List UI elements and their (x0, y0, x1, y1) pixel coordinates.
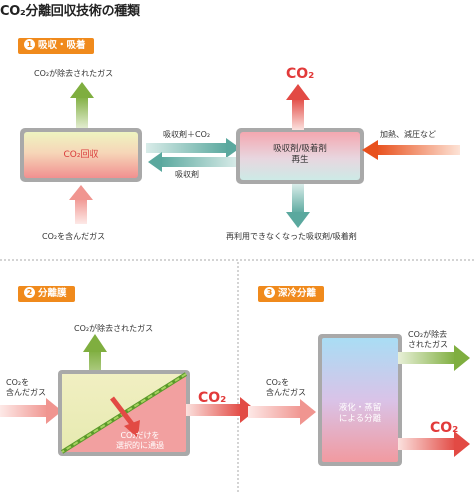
co2-release-arrow (286, 84, 310, 130)
input-gas-arrow (69, 185, 93, 224)
permeate-label: CO₂だけを 選択的に通過 (108, 431, 172, 451)
s2-input-gas-label: CO₂を 含んだガス (6, 378, 46, 398)
section1-badge-number: 1 (24, 39, 35, 50)
s2-input-line2: 含んだガス (6, 388, 46, 397)
absorbent-co2-label: 吸収剤＋CO₂ (163, 130, 211, 139)
section2-badge-number: 2 (24, 287, 35, 298)
cryo-co2-out-arrow (398, 431, 470, 457)
permeate-line1: CO₂だけを (120, 431, 160, 440)
cryo-label-line2: による分離 (338, 414, 382, 424)
absorbent-return-arrow (148, 152, 238, 172)
membrane-permeate-arrow (110, 396, 140, 438)
heat-arrow (362, 140, 460, 160)
s3-input-line1: CO₂を (266, 378, 290, 387)
removed-gas-arrow (70, 82, 94, 130)
s2-input-line1: CO₂を (6, 378, 30, 387)
membrane-input-arrow (0, 398, 62, 424)
s3-removed-line1: CO₂が除去 (408, 330, 448, 339)
s2-removed-gas-label: CO₂が除去されたガス (74, 324, 154, 333)
s1-input-gas-label: CO₂を含んだガス (42, 232, 106, 241)
cryo-box (322, 338, 398, 462)
cryo-input-arrow (248, 399, 316, 425)
co2-capture-label: CO₂回収 (63, 150, 99, 160)
s1-co2-label: CO₂ (286, 66, 315, 82)
s3-input-line2: 含んだガス (266, 388, 306, 397)
absorbent-co2-arrow (146, 138, 240, 158)
s3-co2-label: CO₂ (430, 420, 459, 436)
waste-absorbent-arrow (286, 184, 310, 228)
cryo-label-line1: 液化・蒸留 (338, 403, 382, 413)
s3-removed-gas-label: CO₂が除去 されたガス (408, 330, 448, 350)
regeneration-box (240, 132, 360, 180)
unusable-absorbent-label: 再利用できなくなった吸収剤/吸着剤 (226, 232, 357, 241)
section1-badge-label: 吸収・吸着 (38, 40, 86, 51)
section3-badge-label: 深冷分離 (278, 288, 317, 299)
section2-badge-label: 分離膜 (38, 288, 67, 299)
permeate-line2: 選択的に通過 (116, 441, 164, 450)
regeneration-label-line1: 吸収剤/吸着剤 (273, 144, 327, 154)
heat-label: 加熱、減圧など (380, 130, 436, 139)
s2-co2-label: CO₂ (198, 390, 227, 406)
cryo-removed-gas-arrow (398, 345, 470, 371)
page-title: CO₂分離回収技術の種類 (0, 4, 140, 19)
section3-badge-number: 3 (264, 287, 275, 298)
regeneration-label: 吸収剤/吸着剤 再生 (240, 144, 360, 166)
co2-capture-box (24, 132, 138, 178)
s1-removed-gas-label: CO₂が除去されたガス (34, 69, 114, 78)
s3-removed-line2: されたガス (408, 340, 448, 349)
cryo-label: 液化・蒸留 による分離 (322, 403, 398, 425)
s3-input-gas-label: CO₂を 含んだガス (266, 378, 306, 398)
regeneration-label-line2: 再生 (291, 155, 309, 165)
absorbent-label: 吸収剤 (175, 170, 199, 179)
